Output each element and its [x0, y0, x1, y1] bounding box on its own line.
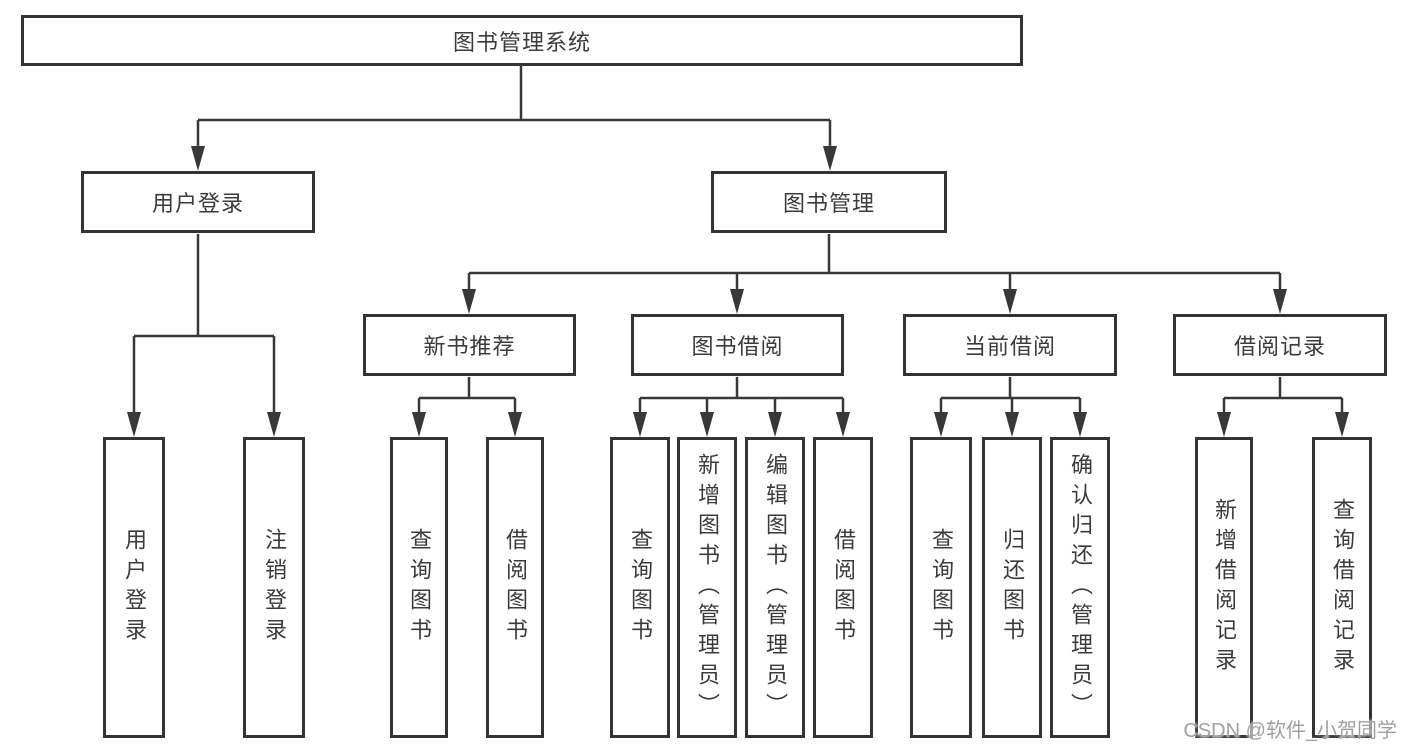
leaf-user-login: 用户登录 [103, 437, 165, 738]
leaf-query-books-current: 查询图书 [910, 437, 972, 738]
leaf-borrow-books-recommendation: 借阅图书 [486, 437, 544, 738]
arrowhead [1273, 289, 1287, 314]
node-label: 查询图书 [929, 527, 954, 648]
arrowhead [730, 289, 744, 314]
arrowhead [508, 412, 522, 437]
leaf-query-borrow-record: 查询借阅记录 [1312, 437, 1372, 738]
node-label: 借阅记录 [1233, 334, 1326, 359]
node-label: 注销登录 [262, 527, 287, 648]
node-new-book-recommendation: 新书推荐 [363, 314, 576, 376]
node-label: 新增图书（管理员） [695, 452, 720, 723]
node-label: 编辑图书（管理员） [763, 452, 788, 723]
arrowhead [700, 412, 714, 437]
node-label: 借阅图书 [831, 527, 856, 648]
arrowhead [768, 412, 782, 437]
node-label: 确认归还（管理员） [1068, 452, 1093, 723]
arrowhead [412, 412, 426, 437]
arrowhead [462, 289, 476, 314]
connector-borrowing-to-leaves [638, 377, 845, 415]
arrowhead [1005, 412, 1019, 437]
node-library-management-system: 图书管理系统 [21, 15, 1023, 66]
watermark: CSDN @软件_小贺同学 [1183, 720, 1397, 742]
node-label: 查询图书 [407, 527, 432, 648]
node-label: 图书借阅 [691, 334, 784, 359]
node-label: 用户登录 [122, 527, 147, 648]
connector-userlogin-to-leaves [132, 234, 276, 414]
node-label: 查询借阅记录 [1330, 497, 1355, 678]
node-label: 新增借阅记录 [1212, 497, 1237, 678]
arrowhead [1073, 412, 1087, 437]
connector-records-to-leaves [1222, 377, 1344, 415]
arrowhead [823, 146, 837, 171]
node-label: 图书管理系统 [452, 29, 591, 55]
node-borrowing-records: 借阅记录 [1173, 314, 1387, 376]
leaf-edit-book-admin: 编辑图书（管理员） [745, 437, 805, 738]
arrowhead [127, 412, 141, 437]
arrowhead [1217, 412, 1231, 437]
node-user-login: 用户登录 [81, 171, 315, 233]
leaf-confirm-return-admin: 确认归还（管理员） [1050, 437, 1110, 738]
node-current-borrowing: 当前借阅 [903, 314, 1117, 376]
node-label: 图书管理 [782, 191, 875, 216]
leaf-return-books: 归还图书 [982, 437, 1042, 738]
node-label: 用户登录 [151, 191, 244, 216]
leaf-add-book-admin: 新增图书（管理员） [677, 437, 737, 738]
arrowhead [1003, 289, 1017, 314]
arrowhead [191, 146, 205, 171]
connector-root-to-level2 [196, 66, 832, 148]
node-label: 新书推荐 [423, 334, 516, 359]
node-label: 归还图书 [1000, 527, 1025, 648]
arrowhead [267, 412, 281, 437]
node-book-management: 图书管理 [711, 171, 947, 233]
leaf-query-books-recommendation: 查询图书 [390, 437, 448, 738]
node-label: 当前借阅 [963, 334, 1056, 359]
arrowhead [1335, 412, 1349, 437]
arrowhead [836, 412, 850, 437]
node-label: 借阅图书 [503, 527, 528, 648]
leaf-query-books-borrowing: 查询图书 [610, 437, 670, 738]
arrowhead [934, 412, 948, 437]
leaf-add-borrow-record: 新增借阅记录 [1195, 437, 1253, 738]
connector-newbook-to-leaves [417, 377, 517, 415]
leaf-borrow-books: 借阅图书 [813, 437, 873, 738]
connector-current-to-leaves [939, 377, 1082, 415]
connector-bookmgmt-to-level3 [467, 234, 1282, 291]
arrowhead [633, 412, 647, 437]
leaf-logout: 注销登录 [243, 437, 305, 738]
node-book-borrowing: 图书借阅 [631, 314, 844, 376]
node-label: 查询图书 [628, 527, 653, 648]
